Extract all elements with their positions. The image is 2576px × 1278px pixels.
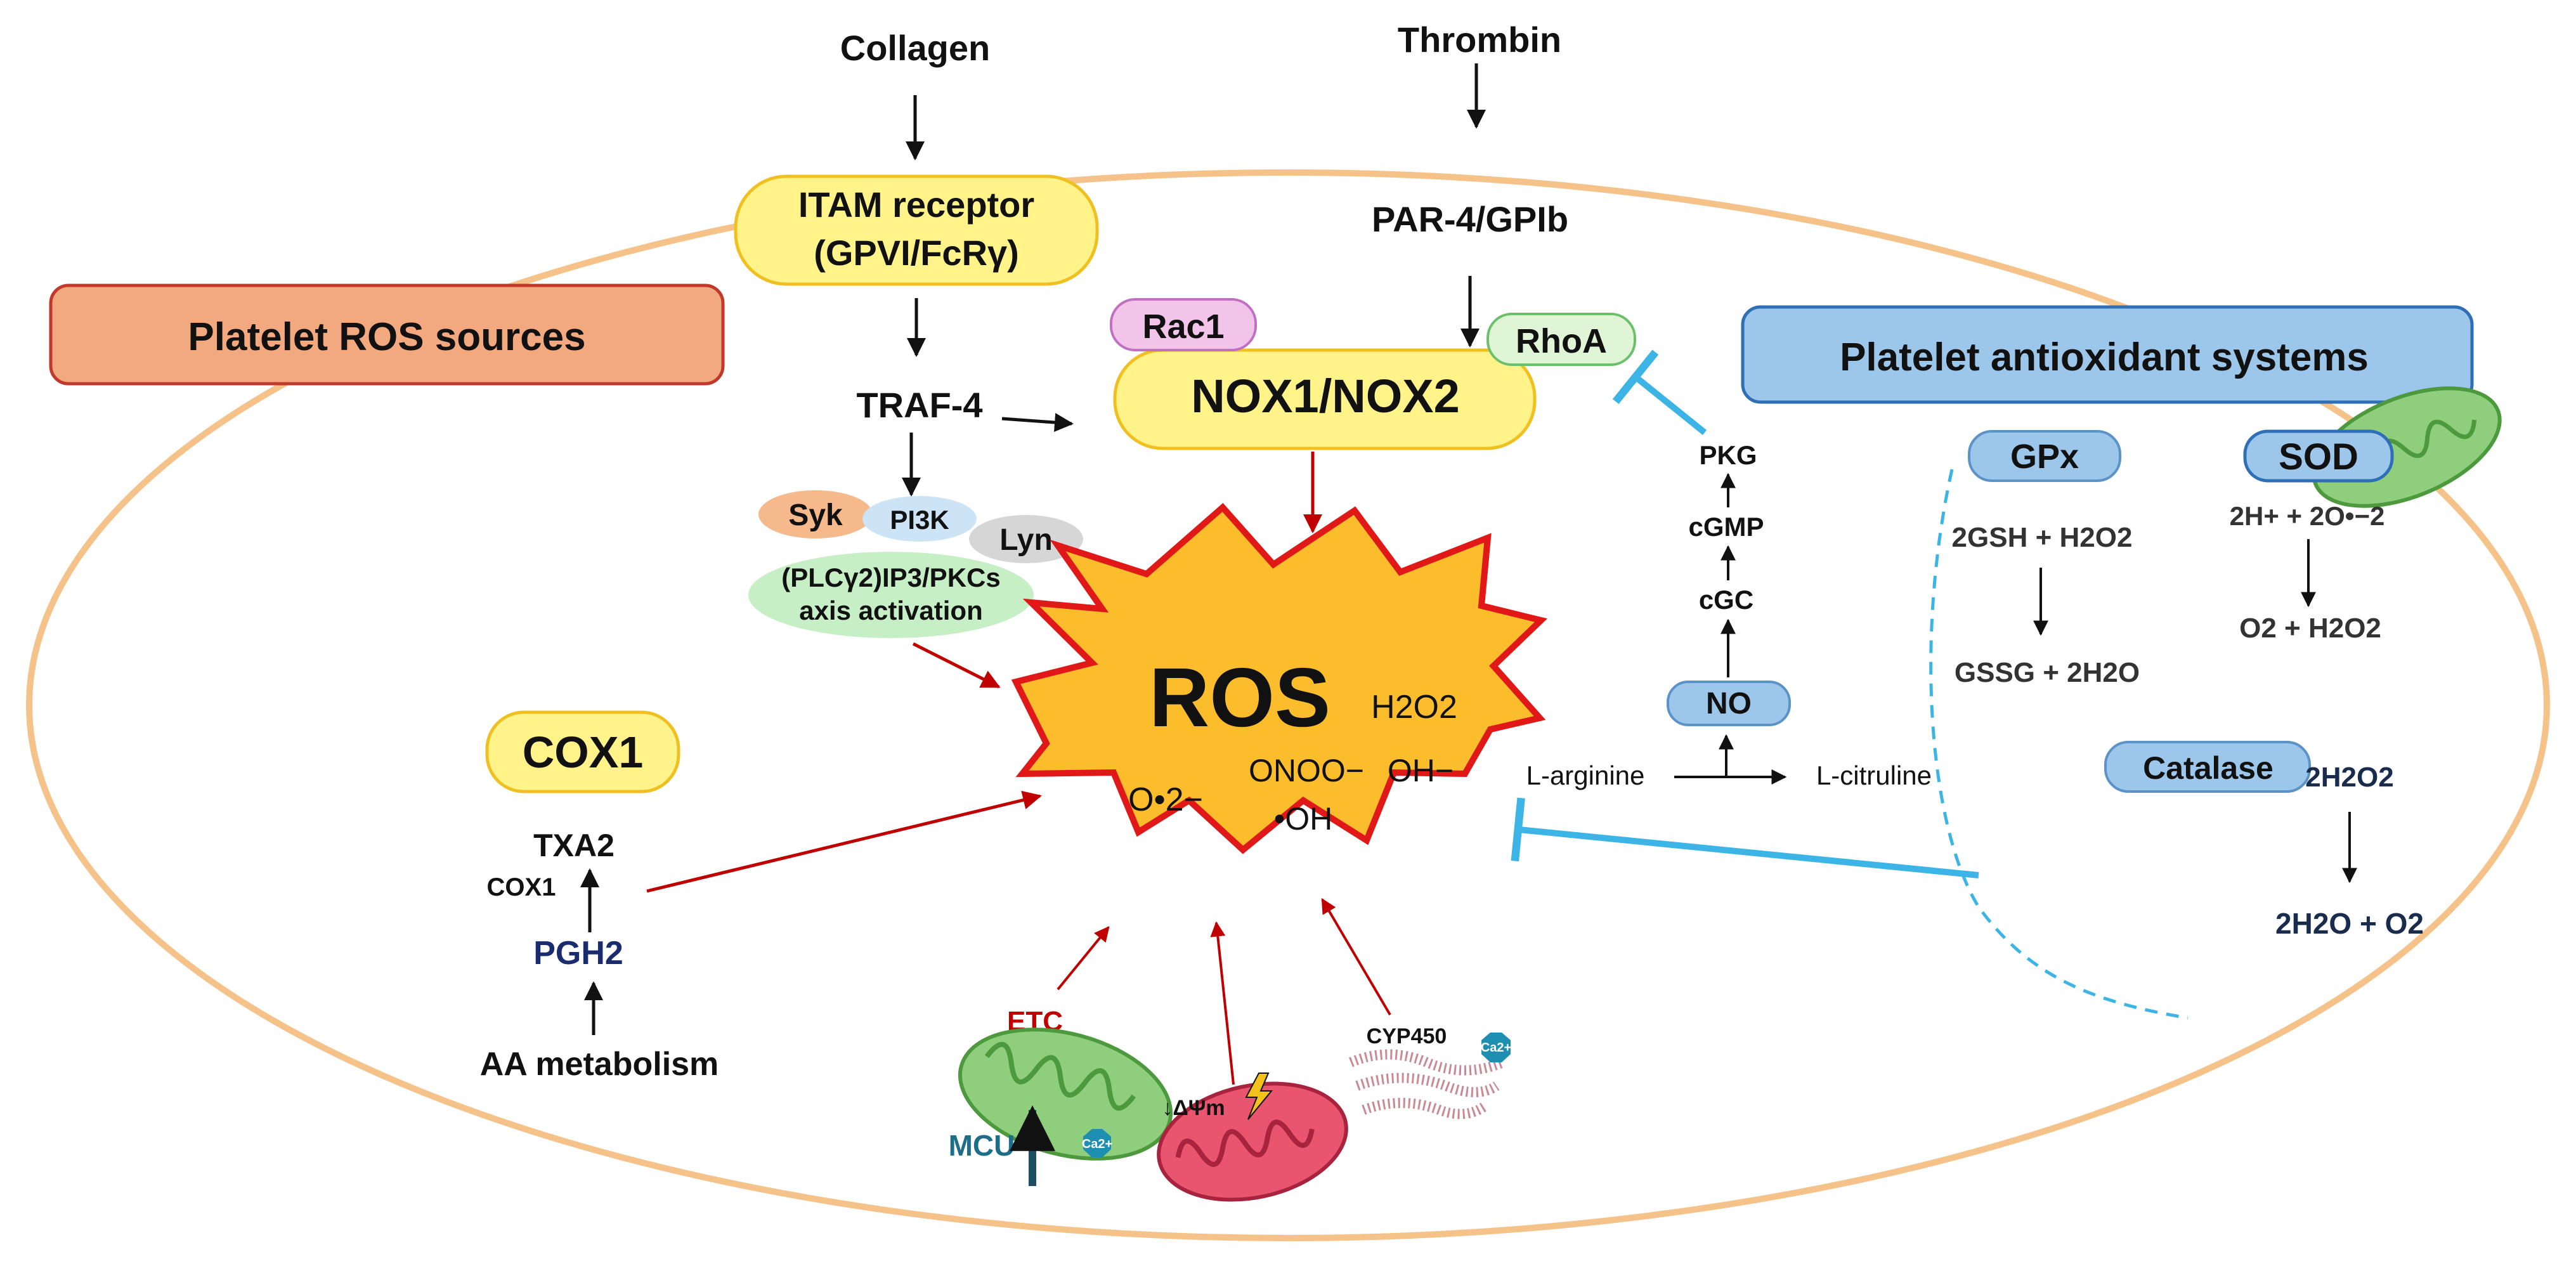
plc-axis-line1: (PLCγ2)IP3/PKCs: [781, 563, 1000, 592]
cgc-label: cGC: [1699, 585, 1753, 615]
cgmp-label: cGMP: [1688, 512, 1764, 542]
cyp450-label: CYP450: [1367, 1024, 1447, 1048]
antioxidant-panel: Platelet antioxidant systems: [1741, 305, 2474, 404]
catalase-reactant: 2H2O2: [2305, 762, 2393, 793]
ros-hydroxide: OH−: [1388, 753, 1454, 788]
txa2-label: TXA2: [533, 828, 615, 863]
gpx-pill: [1968, 430, 2121, 482]
pkg-inhibits-rhoa: [1612, 349, 1707, 435]
aa-metabolism-label: AA metabolism: [480, 1046, 719, 1083]
thrombin-label: Thrombin: [1398, 20, 1561, 60]
plc-axis-ellipse: [748, 552, 1034, 638]
syk-pill: [758, 490, 873, 538]
gpx-reactants: 2GSH + H2O2: [1952, 522, 2133, 553]
nox-label: NOX1/NOX2: [1191, 370, 1460, 422]
pkg-label: PKG: [1699, 440, 1757, 470]
citruline-label: L-citruline: [1816, 760, 1932, 790]
arginine-label: L-arginine: [1526, 760, 1645, 790]
cox1-box: COX1: [485, 710, 680, 793]
par4-label: PAR-4/GPIb: [1372, 199, 1568, 239]
mitochondrion-red-icon: [1157, 1081, 1348, 1202]
ros-peroxynitrite: ONOO−: [1249, 753, 1364, 788]
itam-receptor-line2: (GPVI/FcRγ): [814, 233, 1019, 273]
endoplasmic-reticulum-icon: [1348, 1049, 1506, 1119]
ros-superoxide: O•2−: [1128, 781, 1203, 818]
plc-axis-line2: axis activation: [799, 596, 982, 625]
rac1-pill: [1110, 298, 1257, 351]
collagen-label: Collagen: [840, 28, 990, 68]
antioxidant-title: Platelet antioxidant systems: [1840, 336, 2369, 379]
cox1-enzyme-label: COX1: [487, 873, 556, 901]
itam-receptor-box: ITAM receptor (GPVI/FcRγ): [734, 174, 1099, 286]
nox-complex: NOX1/NOX2 Rac1 RhoA: [1110, 298, 1636, 450]
gpx-label: GPx: [2010, 438, 2079, 476]
catalase-pill: [2104, 741, 2311, 793]
no-pill: [1667, 681, 1791, 726]
rac1-label: Rac1: [1142, 308, 1224, 346]
no-label: NO: [1706, 687, 1752, 721]
catalase-label: Catalase: [2143, 750, 2274, 786]
ros-hydroxyl: •OH: [1274, 801, 1333, 837]
ros-starburst: ROS H2O2 O•2− ONOO− OH− •OH: [1011, 502, 1548, 854]
pi3k-pill: [862, 496, 977, 542]
calcium-icon-cyp450: Ca2+: [1481, 1033, 1511, 1062]
etc-to-ros-arrow: [1057, 926, 1110, 991]
calcium-label-mcu: Ca2+: [1082, 1137, 1112, 1151]
sod-pill: [2243, 429, 2394, 483]
platelet-cell-outline: [26, 169, 2550, 1241]
sod-products: O2 + H2O2: [2239, 613, 2381, 644]
cyp450-to-ros-arrow: [1321, 897, 1391, 1016]
catalase-products: 2H2O + O2: [2275, 907, 2424, 940]
lyn-label: Lyn: [999, 523, 1053, 557]
calcium-icon-mcu: Ca2+: [1082, 1129, 1112, 1157]
pi3k-label: PI3K: [890, 505, 949, 535]
ros-label: ROS: [1149, 651, 1330, 744]
traf4-label: TRAF-4: [856, 385, 982, 425]
antioxidant-boundary-dashed: [1929, 469, 2189, 1020]
antioxidants-inhibit-ros: [1511, 797, 1979, 878]
lightning-bolt-icon: [1245, 1073, 1273, 1120]
syk-label: Syk: [788, 499, 843, 532]
itam-receptor-line1: ITAM receptor: [798, 185, 1034, 225]
rhoa-pill: [1486, 313, 1636, 366]
ros-sources-title: Platelet ROS sources: [188, 315, 585, 359]
delta-psi-label: ↓ΔΨm: [1162, 1096, 1225, 1120]
gpx-products: GSSG + 2H2O: [1955, 657, 2140, 688]
calcium-label-cyp450: Ca2+: [1481, 1041, 1511, 1055]
plc-to-ros-arrow: [912, 642, 1001, 689]
sod-label: SOD: [2279, 436, 2358, 478]
cox1-box-label: COX1: [523, 727, 644, 777]
sod-reactants: 2H+ + 2O•−2: [2230, 501, 2385, 531]
lyn-pill: [969, 515, 1083, 563]
pgh2-label: PGH2: [533, 935, 623, 972]
cox1-to-ros-arrow: [646, 790, 1042, 893]
ros-h2o2: H2O2: [1371, 689, 1457, 726]
mcu-label: MCU: [949, 1129, 1015, 1162]
traf4-to-nox-arrow: [1001, 413, 1074, 433]
rhoa-label: RhoA: [1516, 322, 1607, 360]
delta-psi-to-ros-arrow: [1210, 921, 1235, 1085]
ros-sources-panel: Platelet ROS sources: [49, 284, 725, 386]
